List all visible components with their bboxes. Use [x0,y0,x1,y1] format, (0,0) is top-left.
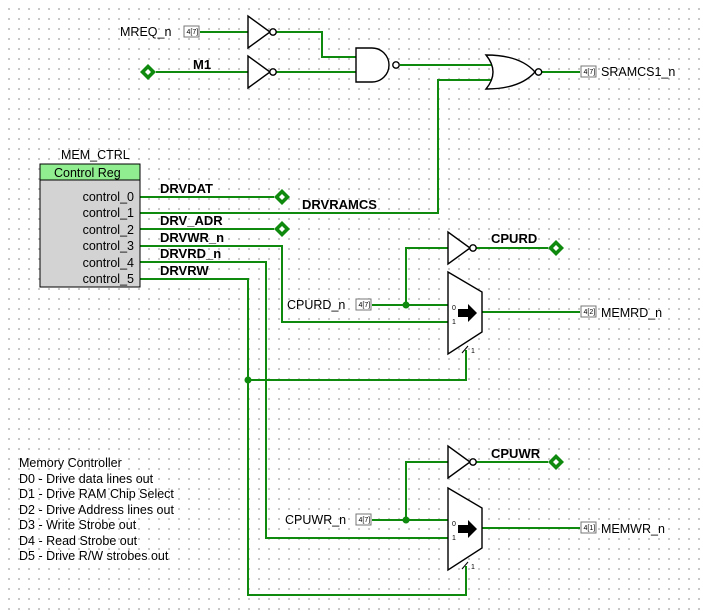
svg-text:0: 0 [452,305,456,312]
output-pin-memwr[interactable]: 4[1] MEMWR_n [580,521,665,536]
not-gate-cpurd[interactable] [447,230,477,266]
notes-line: D1 - Drive RAM Chip Select [19,487,174,501]
svg-text:CPUWR_n: CPUWR_n [285,513,346,527]
control-register[interactable]: MEM_CTRL Control Reg control_0 control_1… [39,148,141,288]
notes-line: D3 - Write Strobe out [19,518,137,532]
svg-text:SRAMCS1_n: SRAMCS1_n [601,65,675,79]
svg-text:1: 1 [471,348,475,355]
output-pin-sramcs[interactable]: 4[7] SRAMCS1_n [580,65,675,79]
wires [140,31,580,596]
svg-text:MREQ_n: MREQ_n [120,25,171,39]
tunnel-cpuwr[interactable]: CPUWR [491,446,564,470]
tunnel-m1[interactable]: M1 [140,57,211,80]
svg-text:4[7]: 4[7] [584,69,596,76]
svg-text:1: 1 [452,319,456,326]
svg-text:CPUWR: CPUWR [491,446,541,461]
not-gate-m1[interactable] [247,54,277,90]
svg-text:4[7]: 4[7] [359,517,371,524]
notes-text: Memory Controller D0 - Drive data lines … [19,456,174,563]
svg-text:0: 0 [452,521,456,528]
port-control-3: control_3 [83,239,134,253]
port-control-0: control_0 [83,190,134,204]
input-pin-cpurd[interactable]: CPURD_n 4[7] [287,298,372,312]
input-pin-cpuwr[interactable]: CPUWR_n 4[7] [285,513,372,527]
and-gate[interactable] [355,47,400,83]
port-control-4: control_4 [83,256,134,270]
notes-line: D0 - Drive data lines out [19,472,154,486]
label-drvrd: DRVRD_n [160,246,221,261]
mux-memwr[interactable]: 0 1 1 [447,486,483,572]
label-drvdat: DRVDAT [160,181,213,196]
svg-text:MEMWR_n: MEMWR_n [601,522,665,536]
svg-text:MEMRD_n: MEMRD_n [601,306,662,320]
not-gate-mreq[interactable] [247,14,277,50]
notes-line: D5 - Drive R/W strobes out [19,549,169,563]
label-drvramcs: DRVRAMCS [302,197,377,212]
notes-line: D4 - Read Strobe out [19,534,138,548]
svg-text:4[1]: 4[1] [584,525,596,532]
label-drvwr: DRVWR_n [160,230,224,245]
notes-line: D2 - Drive Address lines out [19,503,174,517]
notes-title: Memory Controller [19,456,122,470]
or-gate[interactable] [484,54,543,90]
svg-text:CPURD_n: CPURD_n [287,298,345,312]
port-control-5: control_5 [83,272,134,286]
output-pin-memrd[interactable]: 4[2] MEMRD_n [580,305,662,320]
svg-text:4[7]: 4[7] [359,302,371,309]
port-control-1: control_1 [83,206,134,220]
label-drvrw: DRVRW [160,263,209,278]
not-gate-cpuwr[interactable] [447,444,477,480]
svg-text:4[7]: 4[7] [187,29,199,36]
svg-text:4[2]: 4[2] [584,309,596,316]
svg-text:CPURD: CPURD [491,231,537,246]
tunnel-drvdat[interactable] [274,189,290,205]
mux-memrd[interactable]: 0 1 1 [447,270,483,356]
tunnel-drv-adr[interactable] [274,221,290,237]
register-type: Control Reg [54,166,121,180]
svg-text:1: 1 [471,564,475,571]
register-title: MEM_CTRL [61,148,130,162]
input-pin-mreq[interactable]: MREQ_n 4[7] [120,25,200,39]
port-control-2: control_2 [83,223,134,237]
label-drv-adr: DRV_ADR [160,213,223,228]
svg-text:1: 1 [452,535,456,542]
tunnel-cpurd[interactable]: CPURD [491,231,564,256]
svg-text:M1: M1 [193,57,211,72]
